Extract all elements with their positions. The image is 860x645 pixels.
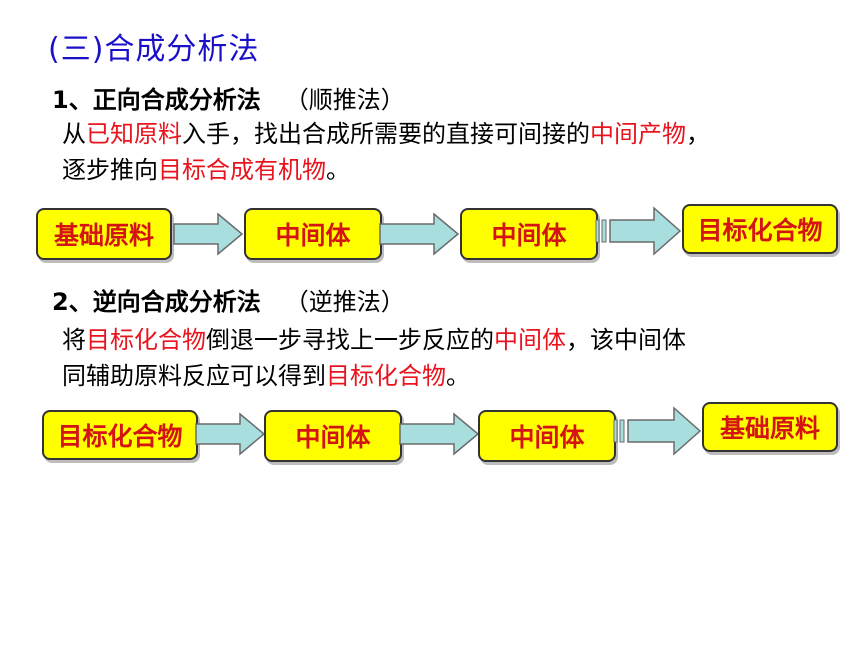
section2-line2: 同辅助原料反应可以得到目标化合物。 — [62, 358, 686, 394]
striped-block-arrow-icon — [613, 406, 702, 456]
section2-method: （逆推法） — [284, 288, 405, 316]
highlight-run: 中间体 — [494, 326, 566, 354]
section2-heading-label: 2、逆向合成分析法 — [52, 288, 261, 316]
block-arrow-icon — [195, 412, 266, 456]
flow1-box-intermediate-1: 中间体 — [244, 208, 382, 260]
block-arrow-icon — [379, 212, 460, 256]
flow2-box-intermediate-2: 中间体 — [478, 410, 616, 462]
highlight-run: 已知原料 — [86, 120, 182, 148]
text-run: 将 — [62, 326, 86, 354]
highlight-run: 目标合成有机物 — [158, 156, 326, 184]
block-arrow-icon — [173, 212, 244, 256]
section1-heading: 1、正向合成分析法 （顺推法） — [52, 80, 405, 115]
text-run: 逐步推向 — [62, 156, 158, 184]
text-run: 倒退一步寻找上一步反应的 — [206, 326, 494, 354]
page-title: (三)合成分析法 — [48, 32, 260, 67]
highlight-run: 目标化合物 — [326, 362, 446, 390]
section1-line1: 从已知原料入手，找出合成所需要的直接可间接的中间产物， — [62, 116, 710, 152]
block-arrow-icon — [399, 412, 480, 456]
flow1-box-target: 目标化合物 — [682, 204, 838, 254]
section1-line2: 逐步推向目标合成有机物。 — [62, 152, 710, 188]
section1-paragraph: 从已知原料入手，找出合成所需要的直接可间接的中间产物， 逐步推向目标合成有机物。 — [62, 116, 710, 188]
section1-heading-label: 1、正向合成分析法 — [52, 86, 261, 114]
text-run: 。 — [326, 156, 350, 184]
text-run: 从 — [62, 120, 86, 148]
text-run: ， — [686, 120, 710, 148]
flow2-box-start: 目标化合物 — [42, 410, 198, 460]
flow1-box-intermediate-2: 中间体 — [460, 208, 598, 260]
text-run: 。 — [446, 362, 470, 390]
section2-paragraph: 将目标化合物倒退一步寻找上一步反应的中间体，该中间体 同辅助原料反应可以得到目标… — [62, 322, 686, 394]
section2-heading: 2、逆向合成分析法 （逆推法） — [52, 282, 405, 317]
section2-line1: 将目标化合物倒退一步寻找上一步反应的中间体，该中间体 — [62, 322, 686, 358]
highlight-run: 目标化合物 — [86, 326, 206, 354]
flow2-box-intermediate-1: 中间体 — [264, 410, 402, 462]
flow1-box-start: 基础原料 — [36, 208, 172, 260]
text-run: 入手，找出合成所需要的直接可间接的 — [182, 120, 590, 148]
highlight-run: 中间产物 — [590, 120, 686, 148]
text-run: ，该中间体 — [566, 326, 686, 354]
text-run: 同辅助原料反应可以得到 — [62, 362, 326, 390]
striped-block-arrow-icon — [595, 206, 682, 256]
flow2-box-target: 基础原料 — [702, 402, 838, 452]
section1-method: （顺推法） — [284, 86, 405, 114]
